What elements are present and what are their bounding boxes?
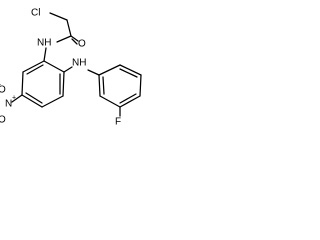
ring-b-inner-1: [119, 68, 138, 78]
ring-b-bond-1: [98, 64, 121, 76]
ring-b-bond-2: [119, 64, 142, 76]
atom-f: F: [115, 117, 121, 128]
bond-cl-ch2: [49, 12, 68, 21]
atom-o-nitro-double: O: [0, 115, 6, 126]
ring-b-bond-5: [99, 95, 121, 108]
ring-a-bond-3: [21, 94, 43, 108]
bonds: [11, 12, 142, 117]
chemical-structure-diagram: Cl O NH NH F N + O − O: [0, 8, 142, 128]
atom-nh-amine: NH: [72, 58, 86, 69]
ring-a-bond-2: [21, 71, 24, 96]
ring-b-inner-2: [119, 93, 137, 104]
atom-labels: Cl O NH NH F N + O − O: [0, 8, 121, 128]
ring-b-bond-4: [119, 95, 141, 108]
charge-minus: −: [0, 82, 1, 89]
bond-ring-nh: [63, 66, 73, 73]
ring-a-bond-4: [41, 95, 64, 108]
atom-n-nitro: N: [5, 99, 12, 110]
bond-co-o-double: [71, 38, 78, 45]
ring-a-inner-1: [26, 64, 44, 75]
atom-cl: Cl: [31, 8, 40, 19]
ring-a-bond-6: [43, 60, 65, 73]
bond-nh-ring: [43, 47, 47, 62]
ring-b-bond-3: [139, 74, 142, 97]
ring-a-inner-2: [25, 92, 43, 104]
bond-co-o: [70, 35, 79, 42]
charge-plus: +: [12, 95, 16, 102]
ring-a-bond-5: [62, 71, 65, 97]
bond-ring-no2: [11, 94, 23, 103]
bond-ch2-co: [66, 19, 72, 37]
bond-co-nh: [56, 35, 72, 43]
atom-o-nitro-single: O: [0, 85, 6, 96]
atom-nh-amide: NH: [37, 38, 51, 49]
ring-a-bond-1: [22, 60, 45, 73]
ring-b-bond-6: [98, 74, 101, 97]
atom-o-carbonyl: O: [78, 39, 86, 50]
ring-b-inner-3: [102, 76, 105, 95]
bond-nh-ring2: [87, 69, 100, 76]
